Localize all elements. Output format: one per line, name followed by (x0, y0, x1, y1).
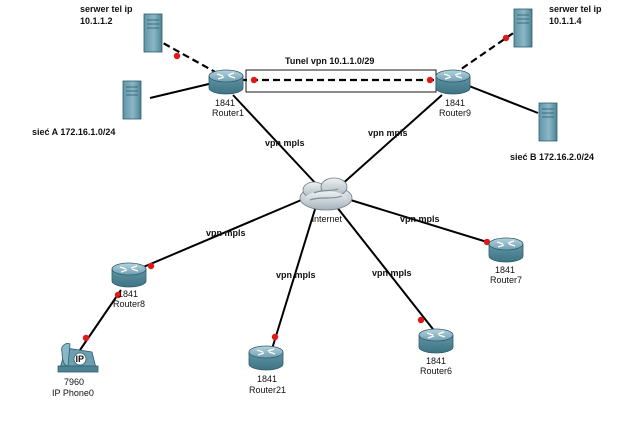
router21[interactable]: 1841 Router21 (248, 345, 286, 395)
link-router6-internet (335, 205, 437, 334)
router-icon (488, 237, 524, 263)
link-net-a-router1 (149, 82, 214, 99)
server-left[interactable]: serwer tel ip 10.1.1.2 (80, 4, 163, 53)
ip-phone-name: IP Phone0 (52, 388, 94, 398)
server-right-label: serwer tel ip (549, 4, 602, 14)
router-icon (208, 69, 244, 95)
link-dots-layer (82, 34, 510, 342)
net-a-label: sieć A 172.16.1.0/24 (32, 127, 115, 137)
link-label-router21: vpn mpls (276, 270, 316, 280)
link-label-router1: vpn mpls (265, 138, 305, 148)
router-icon (111, 262, 147, 288)
link-router1-internet (232, 94, 319, 187)
router9[interactable]: 1841 Router9 (435, 69, 471, 118)
router-icon (418, 328, 454, 354)
ip-phone-badge: IP (76, 354, 85, 364)
router1-name: Router1 (212, 108, 244, 118)
router8-name: Router8 (113, 299, 145, 309)
router21-name: Router21 (249, 385, 286, 395)
link-dot (147, 262, 155, 270)
router7-name: Router7 (490, 275, 522, 285)
server-net-a[interactable]: sieć A 172.16.1.0/24 (32, 80, 142, 137)
router8-model: 1841 (118, 289, 138, 299)
server-left-label: serwer tel ip (80, 4, 133, 14)
router1-model: 1841 (215, 98, 235, 108)
router-icon (435, 69, 471, 95)
tunnel-label: Tunel vpn 10.1.1.0/29 (285, 56, 374, 66)
router7-model: 1841 (495, 265, 515, 275)
link-server-right-router9 (453, 26, 523, 75)
link-dot (502, 34, 510, 42)
link-dot (417, 316, 425, 324)
server-net-b[interactable]: sieć B 172.16.2.0/24 (510, 102, 594, 162)
link-dot (426, 76, 434, 84)
server-icon (538, 102, 558, 142)
ip-phone-icon: IP (57, 343, 99, 373)
link-dot (173, 52, 181, 60)
server-left-ip: 10.1.1.2 (80, 16, 113, 26)
link-dot (82, 334, 90, 342)
router6[interactable]: 1841 Router6 (418, 328, 454, 376)
server-right[interactable]: serwer tel ip 10.1.1.4 (513, 4, 602, 48)
ip-phone-model: 7960 (64, 377, 84, 387)
router8[interactable]: 1841 Router8 (111, 262, 147, 309)
server-icon (122, 80, 142, 120)
router9-model: 1841 (445, 98, 465, 108)
link-label-router7: vpn mpls (400, 214, 440, 224)
router21-model: 1841 (257, 374, 277, 384)
internet-label: internet (312, 214, 343, 224)
link-dot (114, 291, 122, 299)
router6-name: Router6 (420, 366, 452, 376)
link-label-router8: vpn mpls (206, 228, 246, 238)
internet-cloud[interactable]: internet (299, 177, 353, 224)
net-b-label: sieć B 172.16.2.0/24 (510, 152, 594, 162)
cloud-icon (299, 177, 353, 211)
server-icon (143, 13, 163, 53)
server-icon (513, 8, 533, 48)
link-router21-internet (271, 205, 317, 350)
link-label-router9: vpn mpls (368, 128, 408, 138)
link-router9-internet (339, 94, 443, 187)
router9-name: Router9 (439, 108, 471, 118)
link-label-router6: vpn mpls (372, 268, 412, 278)
router7[interactable]: 1841 Router7 (488, 237, 524, 285)
link-router7-internet (343, 197, 501, 247)
ip-phone[interactable]: IP 7960 IP Phone0 (52, 343, 99, 398)
router-icon (248, 345, 284, 371)
server-right-ip: 10.1.1.4 (549, 16, 582, 26)
link-dot (250, 76, 258, 84)
link-dot (271, 333, 279, 341)
router6-model: 1841 (426, 356, 446, 366)
link-router8-internet (133, 197, 307, 272)
router1[interactable]: 1841 Router1 (208, 69, 244, 118)
link-net-b-router9 (463, 83, 539, 114)
link-dot (483, 238, 491, 246)
